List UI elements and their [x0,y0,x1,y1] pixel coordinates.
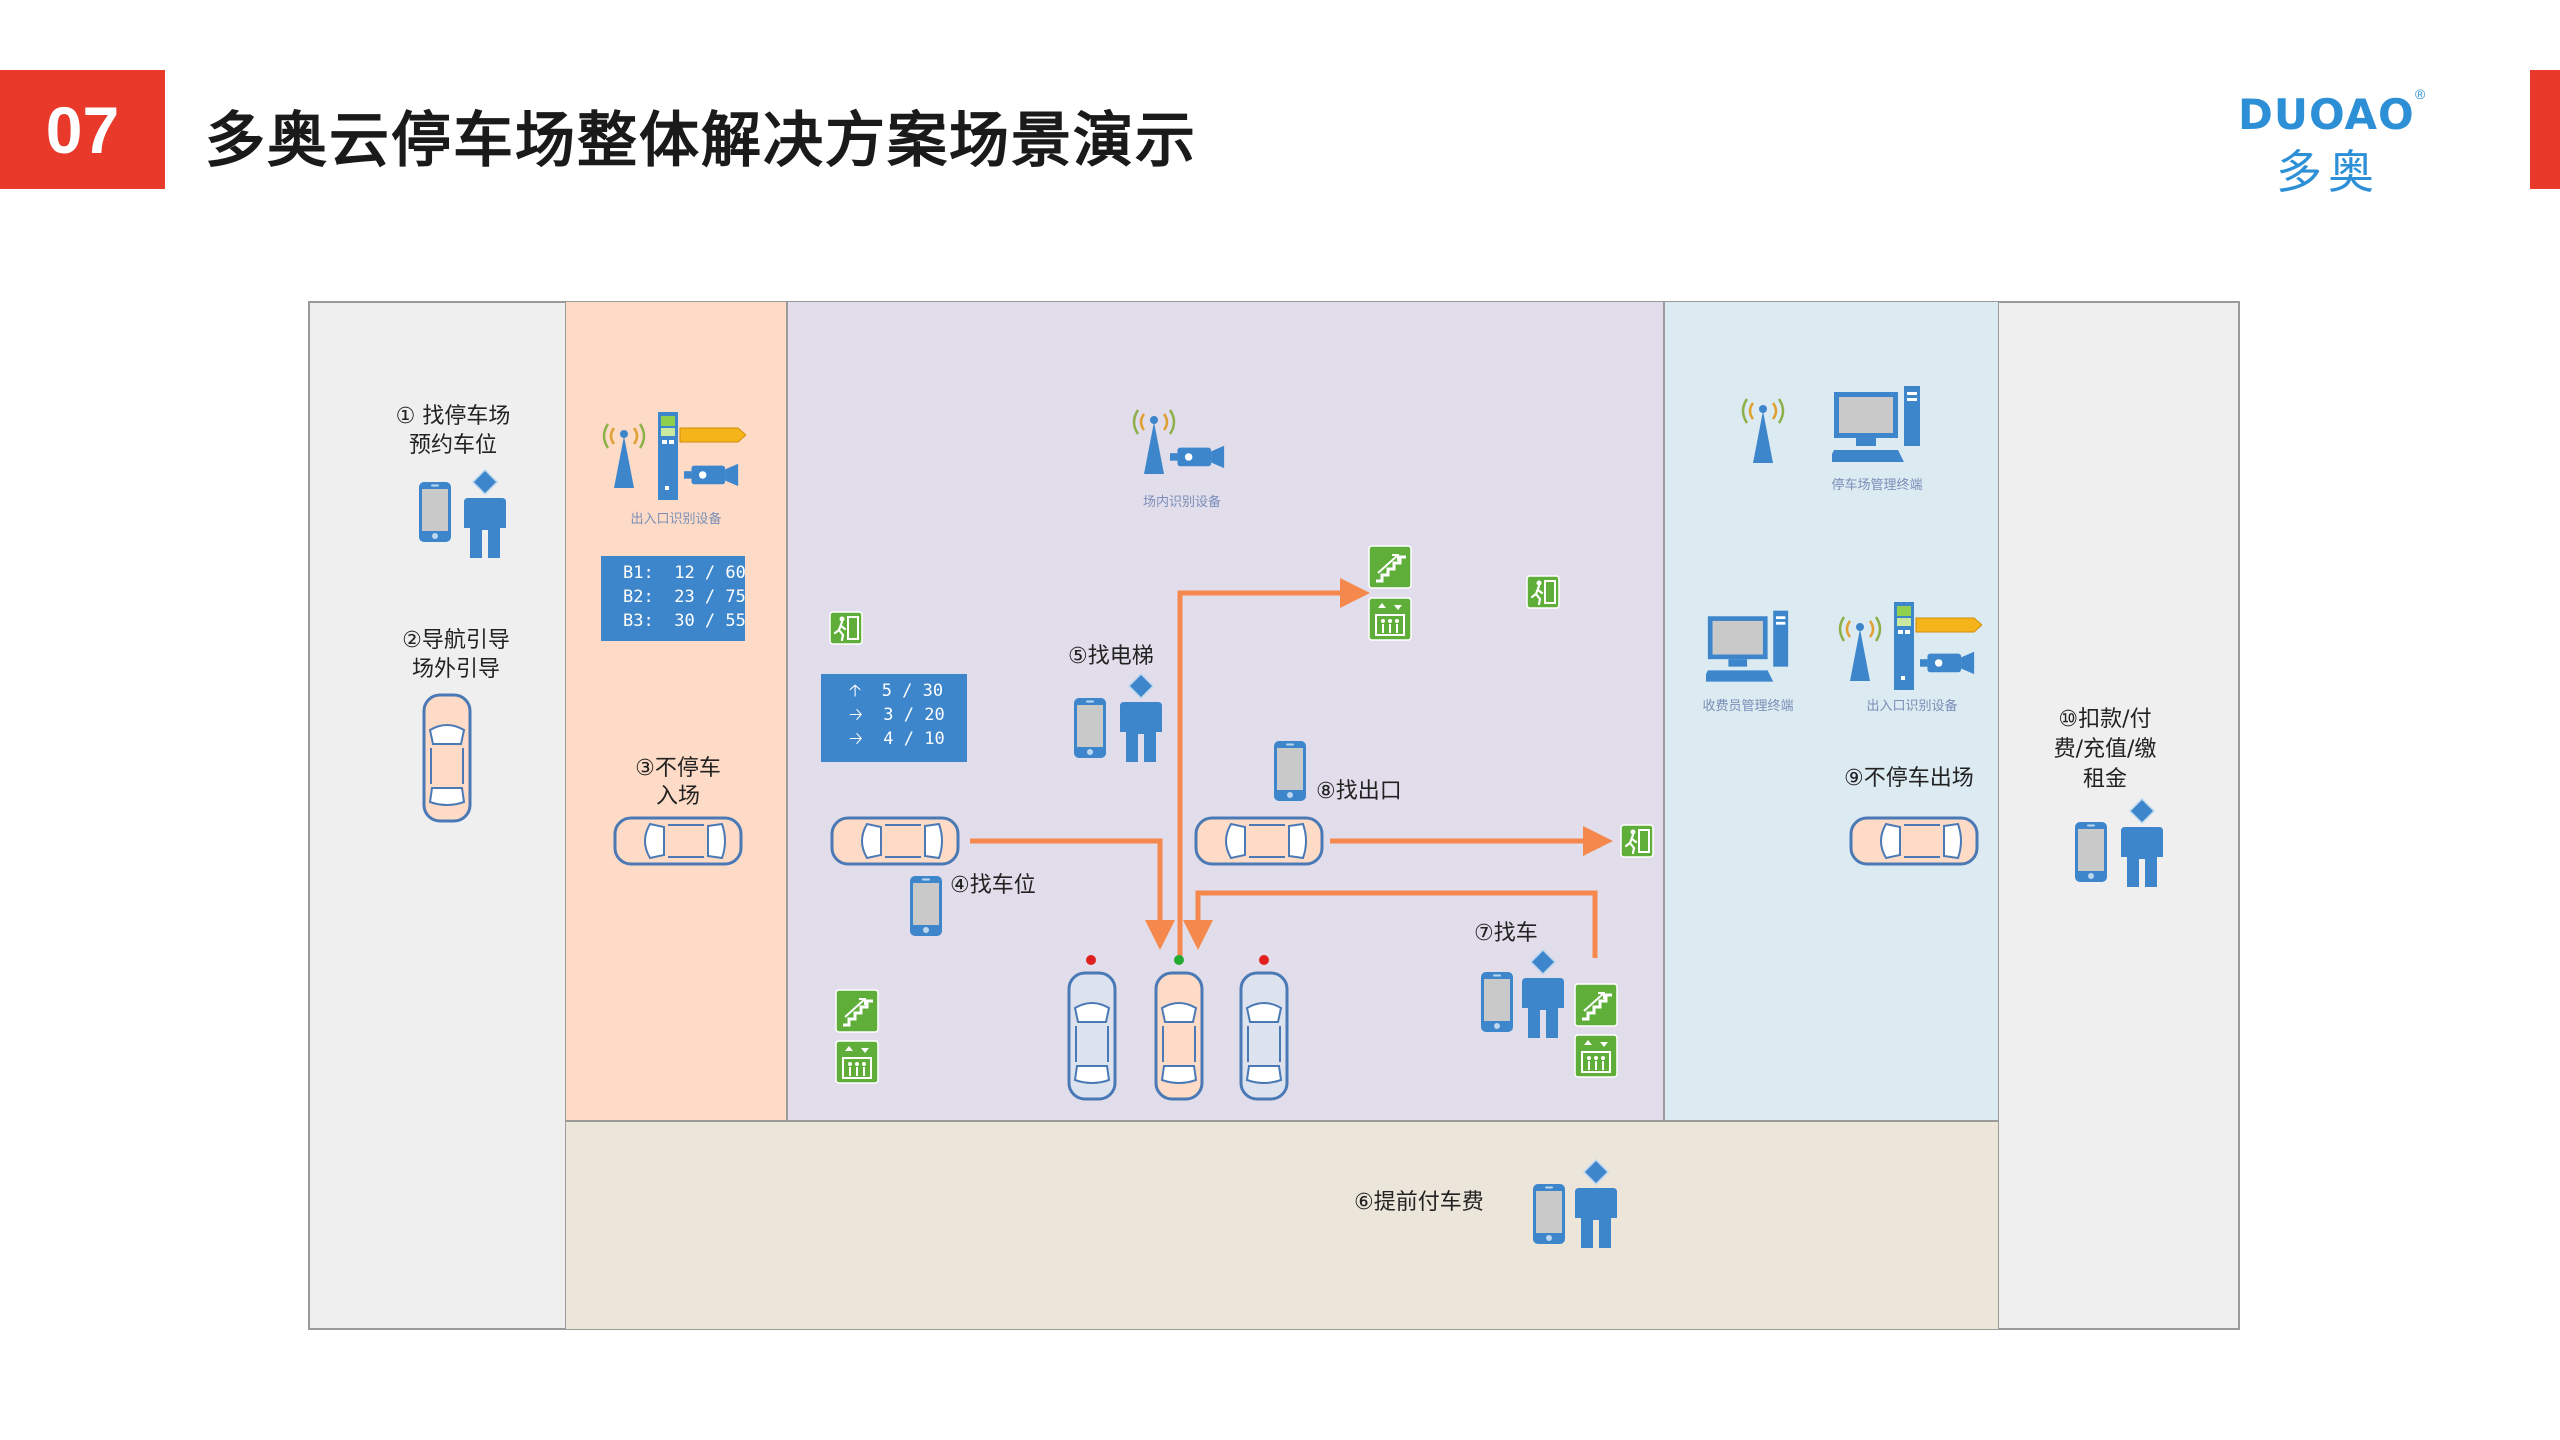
step9-label: ⑨不停车出场 [1844,766,1974,791]
antenna-icon [594,410,654,490]
logo-registered-mark: ® [2415,86,2426,102]
camera-icon [1920,646,1976,678]
floor-row: B1: 12 / 60 [623,563,746,583]
step8-label: ⑧找出口 [1316,779,1402,804]
step2-label-line2: 场外引导 [411,657,501,682]
step4-label: ④找车位 [950,873,1036,898]
elevator-sign-icon [1368,597,1412,641]
route-to-elevator [1177,578,1370,960]
route-find-car [1183,890,1598,958]
step10-label-line2: 费/充值/缴 [2053,737,2157,762]
step10-label-line1: ⑩扣款/付 [2058,707,2152,732]
antenna-icon [1830,600,1890,686]
floor-row: B3: 30 / 55 [623,611,746,631]
section-number: 07 [0,70,165,189]
exit-device-caption: 出入口识别设备 [1866,699,1958,714]
car-icon [829,815,961,867]
antenna-icon [1733,382,1793,468]
exit-sign-icon [829,611,863,645]
mgmt-terminal-caption: 停车场管理终端 [1831,478,1923,493]
phone-icon [1532,1180,1566,1248]
camera-icon [1170,440,1226,472]
step7-label: ⑦找车 [1474,921,1538,946]
exit-sign-icon [1620,824,1654,858]
phone-icon [418,478,452,546]
step3-label-line2: 入场 [655,784,701,809]
direction-row: 🡢 4 / 10 [849,729,945,749]
inner-device-caption: 场内识别设备 [1142,495,1222,510]
direction-guidance-board: 🡡 5 / 30 🡢 3 / 20 🡢 4 / 10 [821,674,967,762]
exit-sign-icon [1526,575,1560,609]
camera-icon [684,458,740,490]
person-icon [1520,948,1566,1040]
floor-row: B2: 23 / 75 [623,587,746,607]
phone-icon [2074,818,2108,886]
step3-label-line1: ③不停车 [635,756,721,781]
slot-occupied-indicator [1259,955,1269,965]
arrow-right-icon: 🡢 [849,729,863,749]
car-icon [421,692,473,824]
step1-label-line1: ① 找停车场 [395,404,511,429]
route-to-slot [970,838,1175,950]
payment-zone [565,1121,1999,1330]
logo-chinese-text: 多奥 [2276,145,2380,199]
phone-icon [1273,738,1307,804]
person-icon [462,468,508,560]
cashier-terminal-caption: 收费员管理终端 [1702,699,1794,714]
step10-label-line3: 租金 [2082,767,2128,792]
slot-occupied-indicator [1086,955,1096,965]
direction-row: 🡢 3 / 20 [849,705,945,725]
arrow-up-icon: 🡡 [849,681,862,701]
logo-text: DUOAO [2238,90,2415,139]
person-icon [1573,1158,1619,1250]
car-icon [1193,815,1325,867]
arrow-right-icon: 🡢 [849,705,863,725]
step1-label-line2: 预约车位 [408,433,498,458]
floor-availability-board: B1: 12 / 60 B2: 23 / 75 B3: 30 / 55 [601,556,746,641]
parked-car-icon [1238,970,1290,1102]
computer-icon [1706,608,1790,688]
stairs-sign-icon [1574,983,1618,1027]
phone-icon [1480,968,1514,1036]
exit-zone [1664,301,1999,1121]
stairs-sign-icon [1368,545,1412,589]
parked-car-icon [1066,970,1118,1102]
step5-label: ⑤找电梯 [1068,644,1154,669]
phone-icon [909,873,943,939]
entry-device-caption: 出入口识别设备 [630,512,722,527]
elevator-sign-icon [835,1040,879,1084]
header-accent-stripe [2530,70,2560,189]
person-icon [1118,672,1164,764]
direction-row: 🡡 5 / 30 [849,681,944,701]
elevator-sign-icon [1574,1034,1618,1078]
phone-icon [1073,696,1107,760]
computer-icon [1832,386,1922,466]
stairs-sign-icon [835,989,879,1033]
step2-label-line1: ②导航引导 [402,628,510,653]
slot-free-indicator [1174,955,1184,965]
car-icon [1848,815,1980,867]
step6-label: ⑥提前付车费 [1354,1190,1484,1215]
car-icon [612,815,744,867]
car-icon [1153,970,1205,1102]
page-title: 多奥云停车场整体解决方案场景演示 [205,107,1197,174]
person-icon [2119,797,2165,889]
